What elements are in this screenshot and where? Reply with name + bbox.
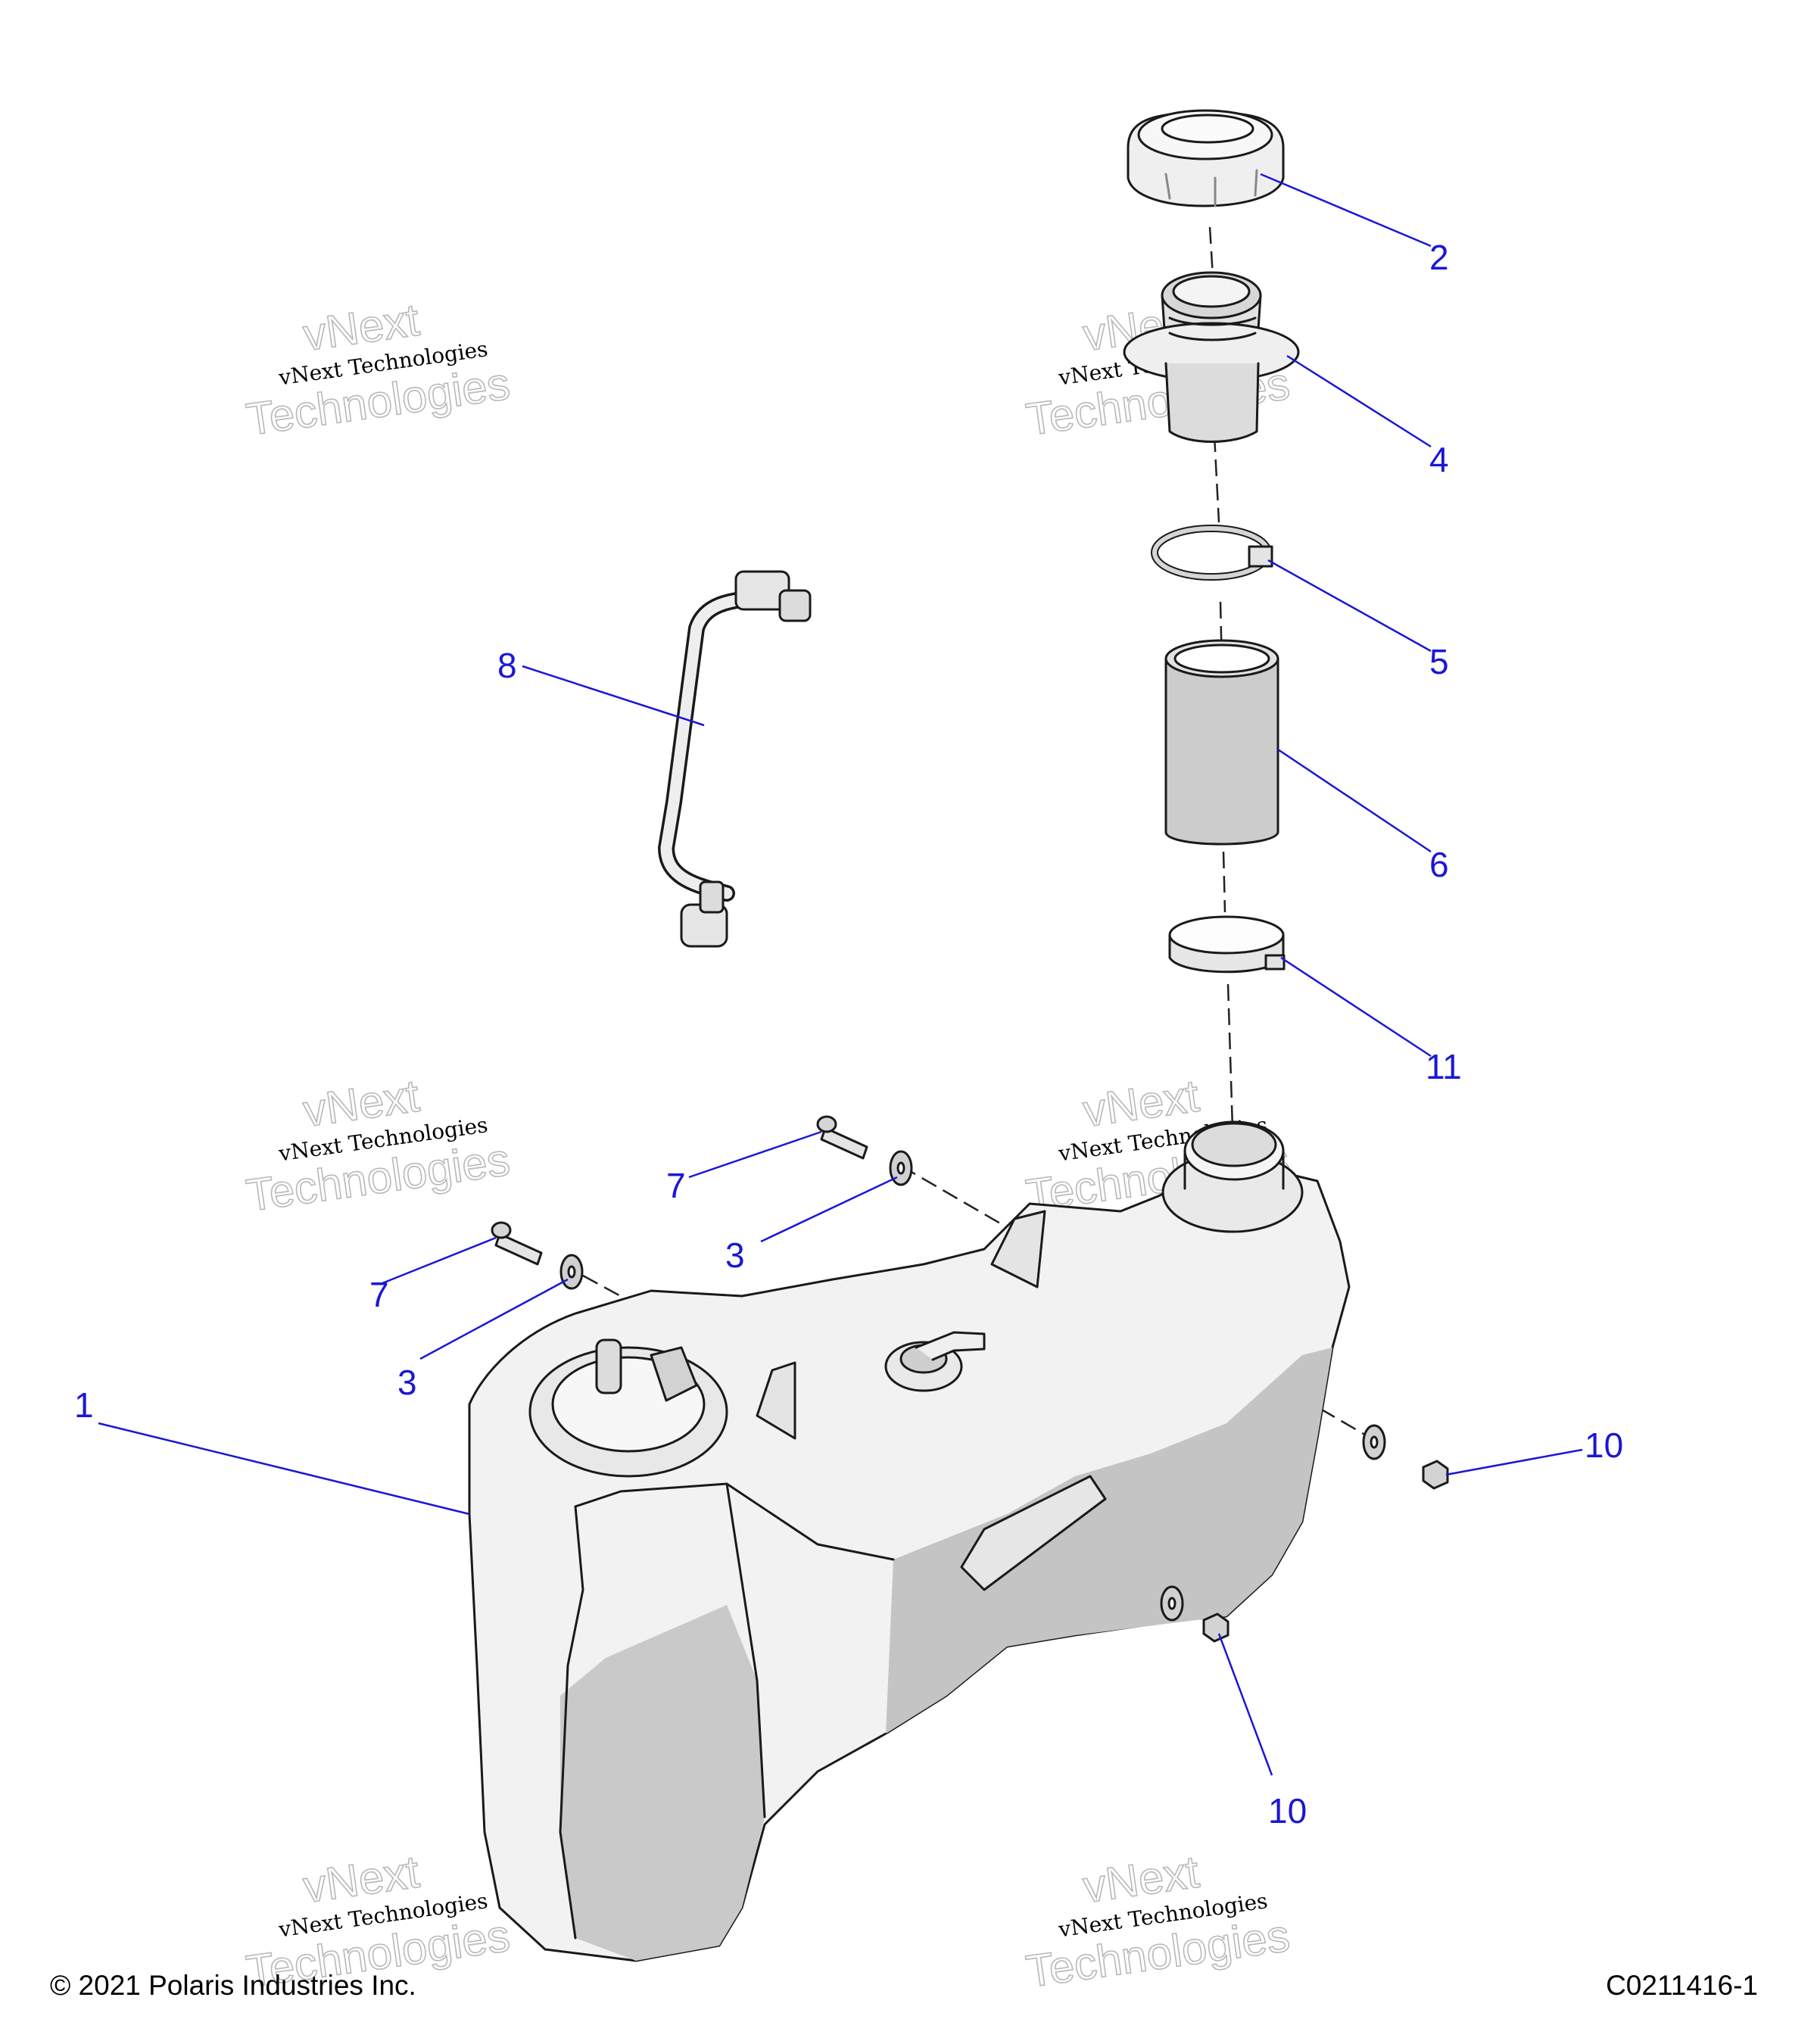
callout-3-upper: 3 <box>725 1235 745 1275</box>
callout-2: 2 <box>1429 238 1449 277</box>
hose-clamp-upper <box>1151 525 1273 581</box>
callout-10-lower: 10 <box>1268 1791 1307 1831</box>
watermark-mid-left: vNext vNext Technologies Technologies <box>242 1070 513 1222</box>
callout-7-lower: 7 <box>369 1275 389 1314</box>
hose-clamp-lower <box>1168 915 1286 974</box>
washer-upper <box>889 1150 913 1186</box>
callout-5: 5 <box>1429 642 1449 681</box>
callout-10-right: 10 <box>1585 1426 1623 1465</box>
nut-right <box>1422 1460 1449 1490</box>
nut-lower <box>1202 1612 1230 1643</box>
callout-1: 1 <box>74 1385 94 1425</box>
leader-lines <box>98 173 1583 1776</box>
washer-bottom <box>1160 1585 1184 1622</box>
vent-line <box>658 570 812 948</box>
callout-7-upper: 7 <box>666 1166 686 1205</box>
fuel-cap <box>1127 109 1285 207</box>
callout-4: 4 <box>1429 440 1449 479</box>
copyright-notice: © 2021 Polaris Industries Inc. <box>50 1970 416 2001</box>
callout-8: 8 <box>497 646 517 685</box>
fuel-tank <box>468 1120 1351 1962</box>
callout-6: 6 <box>1429 845 1449 884</box>
filler-neck <box>1123 271 1300 443</box>
watermark-bottom-right: vNext vNext Technologies Technologies <box>1022 1846 1293 1998</box>
washer-right <box>1362 1424 1386 1460</box>
washer-lower <box>559 1254 584 1290</box>
filler-hose <box>1164 639 1279 846</box>
callout-11: 11 <box>1426 1047 1462 1086</box>
callout-3-lower: 3 <box>397 1363 417 1402</box>
bolt-upper <box>816 1115 868 1160</box>
watermark-top-left: vNext vNext Technologies Technologies <box>242 294 513 446</box>
drawing-number: C0211416-1 <box>1606 1970 1758 2001</box>
bolt-lower <box>491 1221 543 1266</box>
